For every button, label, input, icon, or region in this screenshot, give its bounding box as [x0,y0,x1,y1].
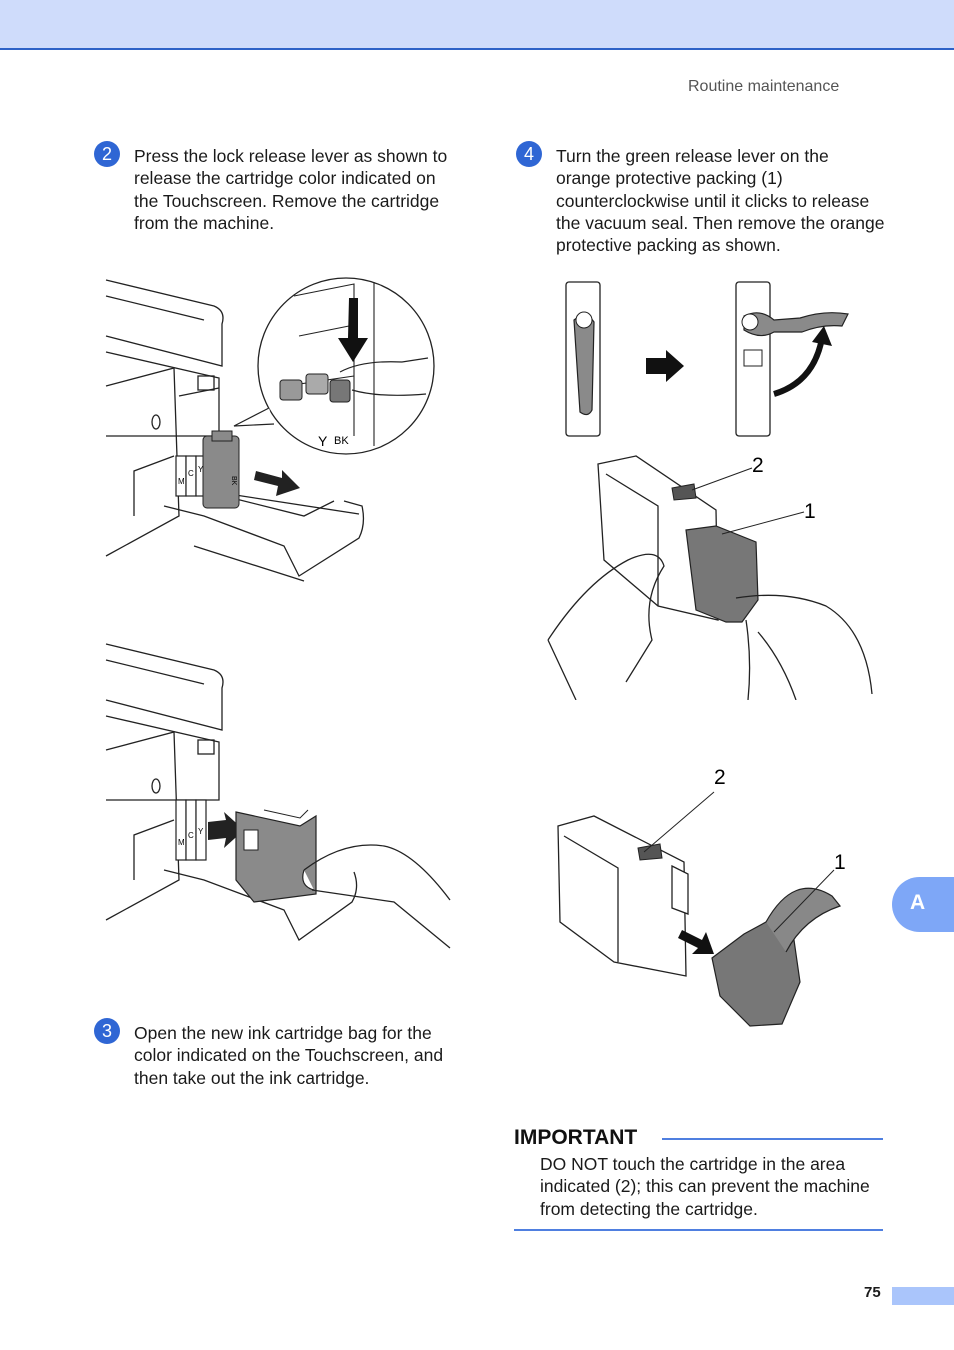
callout-number-2: 2 [752,454,764,477]
step-instruction: Turn the green release lever on the oran… [556,146,885,256]
page-number-bar [892,1287,954,1305]
ink-label-c: C [188,469,194,478]
step-number-badge: 3 [94,1018,120,1044]
ink-label-y: Y [198,465,204,474]
appendix-tab-label: A [910,891,926,914]
callout-number-1-second: 1 [834,851,846,874]
callout-ink-label-y: Y [318,433,328,449]
press-down-arrow-icon [338,298,368,362]
step-instruction: Open the new ink cartridge bag for the c… [134,1023,444,1088]
ink-label-c-2: C [188,831,194,840]
appendix-tab[interactable]: A [892,877,954,932]
printer-remove-cartridge-illustration: M C Y [105,643,451,949]
important-text: DO NOT touch the cartridge in the area i… [540,1154,870,1219]
push-arrow-icon [208,812,244,848]
page-number: 75 [864,1284,881,1301]
important-heading: IMPORTANT [514,1126,638,1149]
header-band [0,0,954,50]
rotate-arrow-icon [812,326,832,346]
cartridge-held-in-hands-illustration: 2 1 [547,454,873,700]
callout-number-2-second: 2 [714,766,726,789]
ink-label-m-2: M [178,838,185,847]
step-instruction: Press the lock release lever as shown to… [134,146,448,233]
next-step-arrow-icon [646,350,684,382]
important-divider-bottom [514,1229,883,1231]
printer-lock-release-illustration: M C Y BK Y BK [105,277,435,582]
ink-label-y-2: Y [198,827,204,836]
important-divider-top [662,1138,883,1140]
step-number-badge: 2 [94,141,120,167]
callout-number-1: 1 [804,500,816,523]
callout-ink-label-bk: BK [334,435,349,447]
ink-label-bk: BK [230,476,237,486]
section-title: Routine maintenance [688,78,840,95]
packing-removed-illustration: 2 1 [557,766,846,1027]
separate-arrow-icon [678,930,714,954]
protective-packing-lever-illustration [565,281,849,437]
pull-arrow-icon [254,470,300,496]
ink-label-m: M [178,477,185,486]
step-number-badge: 4 [516,141,542,167]
